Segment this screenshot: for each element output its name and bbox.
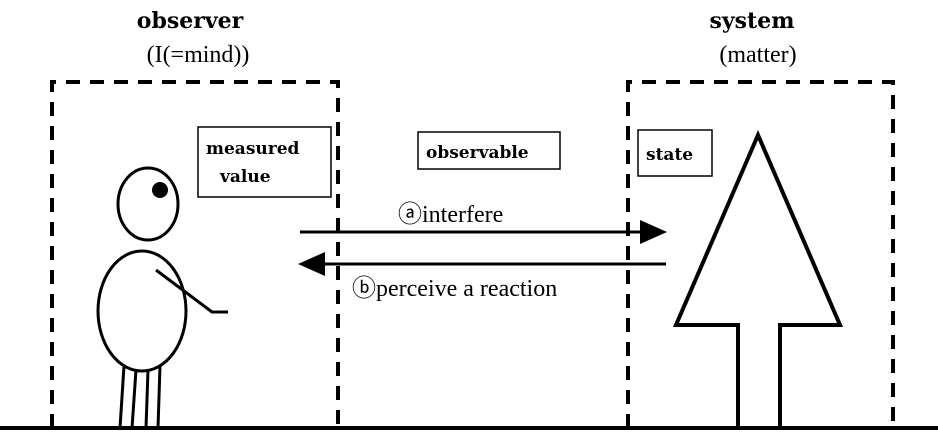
system-region (626, 80, 895, 428)
person-figure-icon (96, 166, 228, 429)
observer-subtitle: (I(=mind)) (147, 42, 250, 68)
state-label: state (646, 145, 693, 165)
measured-value-label-line2: value (219, 167, 271, 187)
observable-label: observable (426, 143, 529, 163)
observer-title: observer (137, 8, 244, 34)
measured-value-label-line1: measured (206, 139, 300, 159)
tree-arrow-icon (672, 129, 844, 430)
state-box (637, 129, 713, 177)
measured-value-box (197, 126, 332, 198)
interfere-label: ⓐinterfere (398, 201, 503, 228)
observer-region (50, 80, 340, 428)
observable-box (417, 131, 561, 170)
system-subtitle: (matter) (719, 42, 796, 68)
interfere-arrowhead-icon (640, 220, 667, 244)
system-title: system (710, 8, 795, 34)
perceive-label: ⓑperceive a reaction (352, 275, 557, 302)
perceive-arrowhead-icon (298, 252, 325, 276)
